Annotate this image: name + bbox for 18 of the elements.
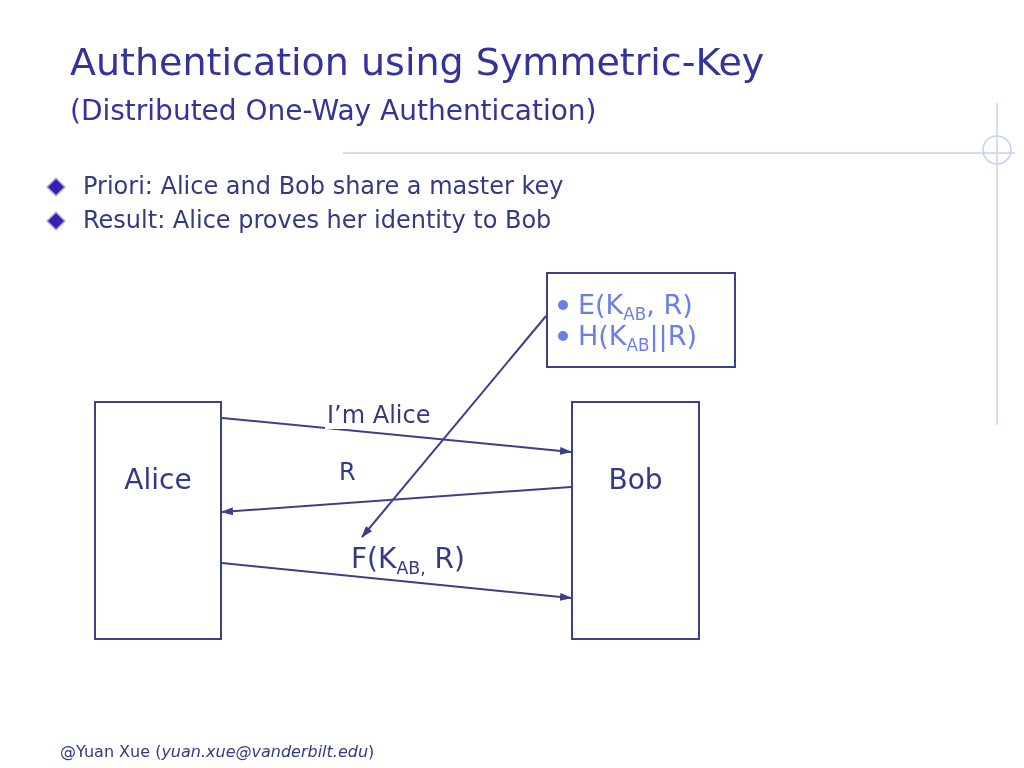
formula-text: F(K$_{AB,}$ R) — [351, 541, 465, 575]
bullet-text: Priori: Alice and Bob share a master key — [83, 172, 564, 200]
party-name: Alice — [124, 463, 192, 496]
arrow — [221, 486, 572, 516]
slide-title: Authentication using Symmetric-Key — [70, 40, 765, 84]
party-name: Bob — [608, 463, 663, 496]
formula-text: E(K$_{AB}$, R) — [578, 289, 693, 320]
alice-box — [94, 401, 222, 640]
formula-text: H(K$_{AB}$||R) — [578, 320, 697, 351]
message-options-box — [546, 272, 736, 368]
edge-label: I’m Alice — [325, 401, 433, 429]
arrow — [361, 315, 547, 538]
bullet-text: Result: Alice proves her identity to Bob — [83, 206, 552, 234]
arrow — [221, 562, 572, 601]
slide-subtitle: (Distributed One-Way Authentication) — [70, 94, 597, 127]
arrow — [221, 417, 572, 455]
bob-box — [571, 401, 700, 640]
footer-text: @Yuan Xue (yuan.xue@vanderbilt.edu) — [60, 742, 375, 761]
